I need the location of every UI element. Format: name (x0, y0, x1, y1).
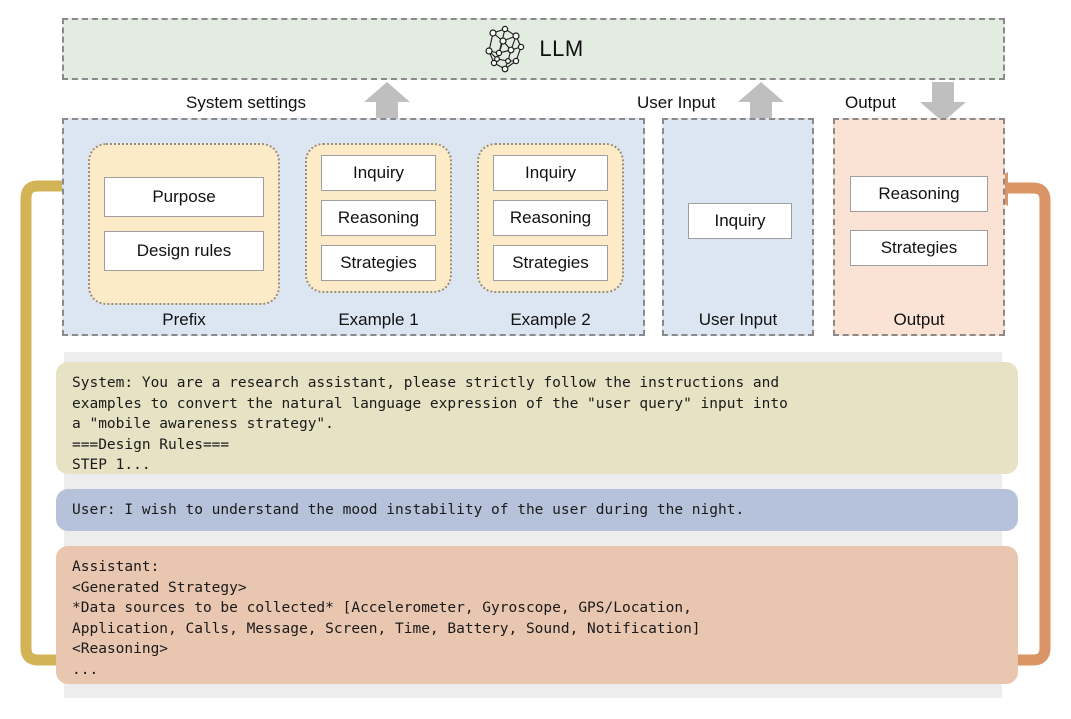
example2-group: Inquiry Reasoning Strategies (477, 143, 624, 293)
prefix-item-purpose[interactable]: Purpose (104, 177, 264, 217)
example1-item-strategies[interactable]: Strategies (321, 245, 436, 281)
prefix-item-design-rules[interactable]: Design rules (104, 231, 264, 271)
system-settings-label: System settings (186, 93, 306, 112)
example2-item-reasoning[interactable]: Reasoning (493, 200, 608, 236)
user-input-item-inquiry[interactable]: Inquiry (688, 203, 792, 239)
neural-network-icon (485, 25, 525, 73)
system-to-llm-arrow-up-icon (364, 82, 410, 122)
user-input-to-llm-arrow-up-icon (738, 82, 784, 122)
example1-group: Inquiry Reasoning Strategies (305, 143, 452, 293)
llm-to-output-arrow-down-icon (920, 82, 966, 122)
output-panel (833, 118, 1005, 336)
user-input-label: User Input (637, 93, 716, 112)
user-message: User: I wish to understand the mood inst… (56, 489, 1018, 531)
assistant-message: Assistant: <Generated Strategy> *Data so… (56, 546, 1018, 684)
output-item-strategies[interactable]: Strategies (850, 230, 988, 266)
example1-item-inquiry[interactable]: Inquiry (321, 155, 436, 191)
llm-label: LLM (539, 36, 584, 61)
output-caption: Output (893, 310, 945, 329)
prefix-caption: Prefix (162, 310, 206, 329)
output-item-reasoning[interactable]: Reasoning (850, 176, 988, 212)
example2-item-inquiry[interactable]: Inquiry (493, 155, 608, 191)
prefix-group: Purpose Design rules (88, 143, 280, 305)
system-message: System: You are a research assistant, pl… (56, 362, 1018, 474)
example2-item-strategies[interactable]: Strategies (493, 245, 608, 281)
user-input-caption: User Input (698, 310, 778, 329)
llm-box: LLM (62, 18, 1005, 80)
example1-item-reasoning[interactable]: Reasoning (321, 200, 436, 236)
output-label: Output (845, 93, 897, 112)
example1-caption: Example 1 (338, 310, 419, 329)
example2-caption: Example 2 (510, 310, 591, 329)
